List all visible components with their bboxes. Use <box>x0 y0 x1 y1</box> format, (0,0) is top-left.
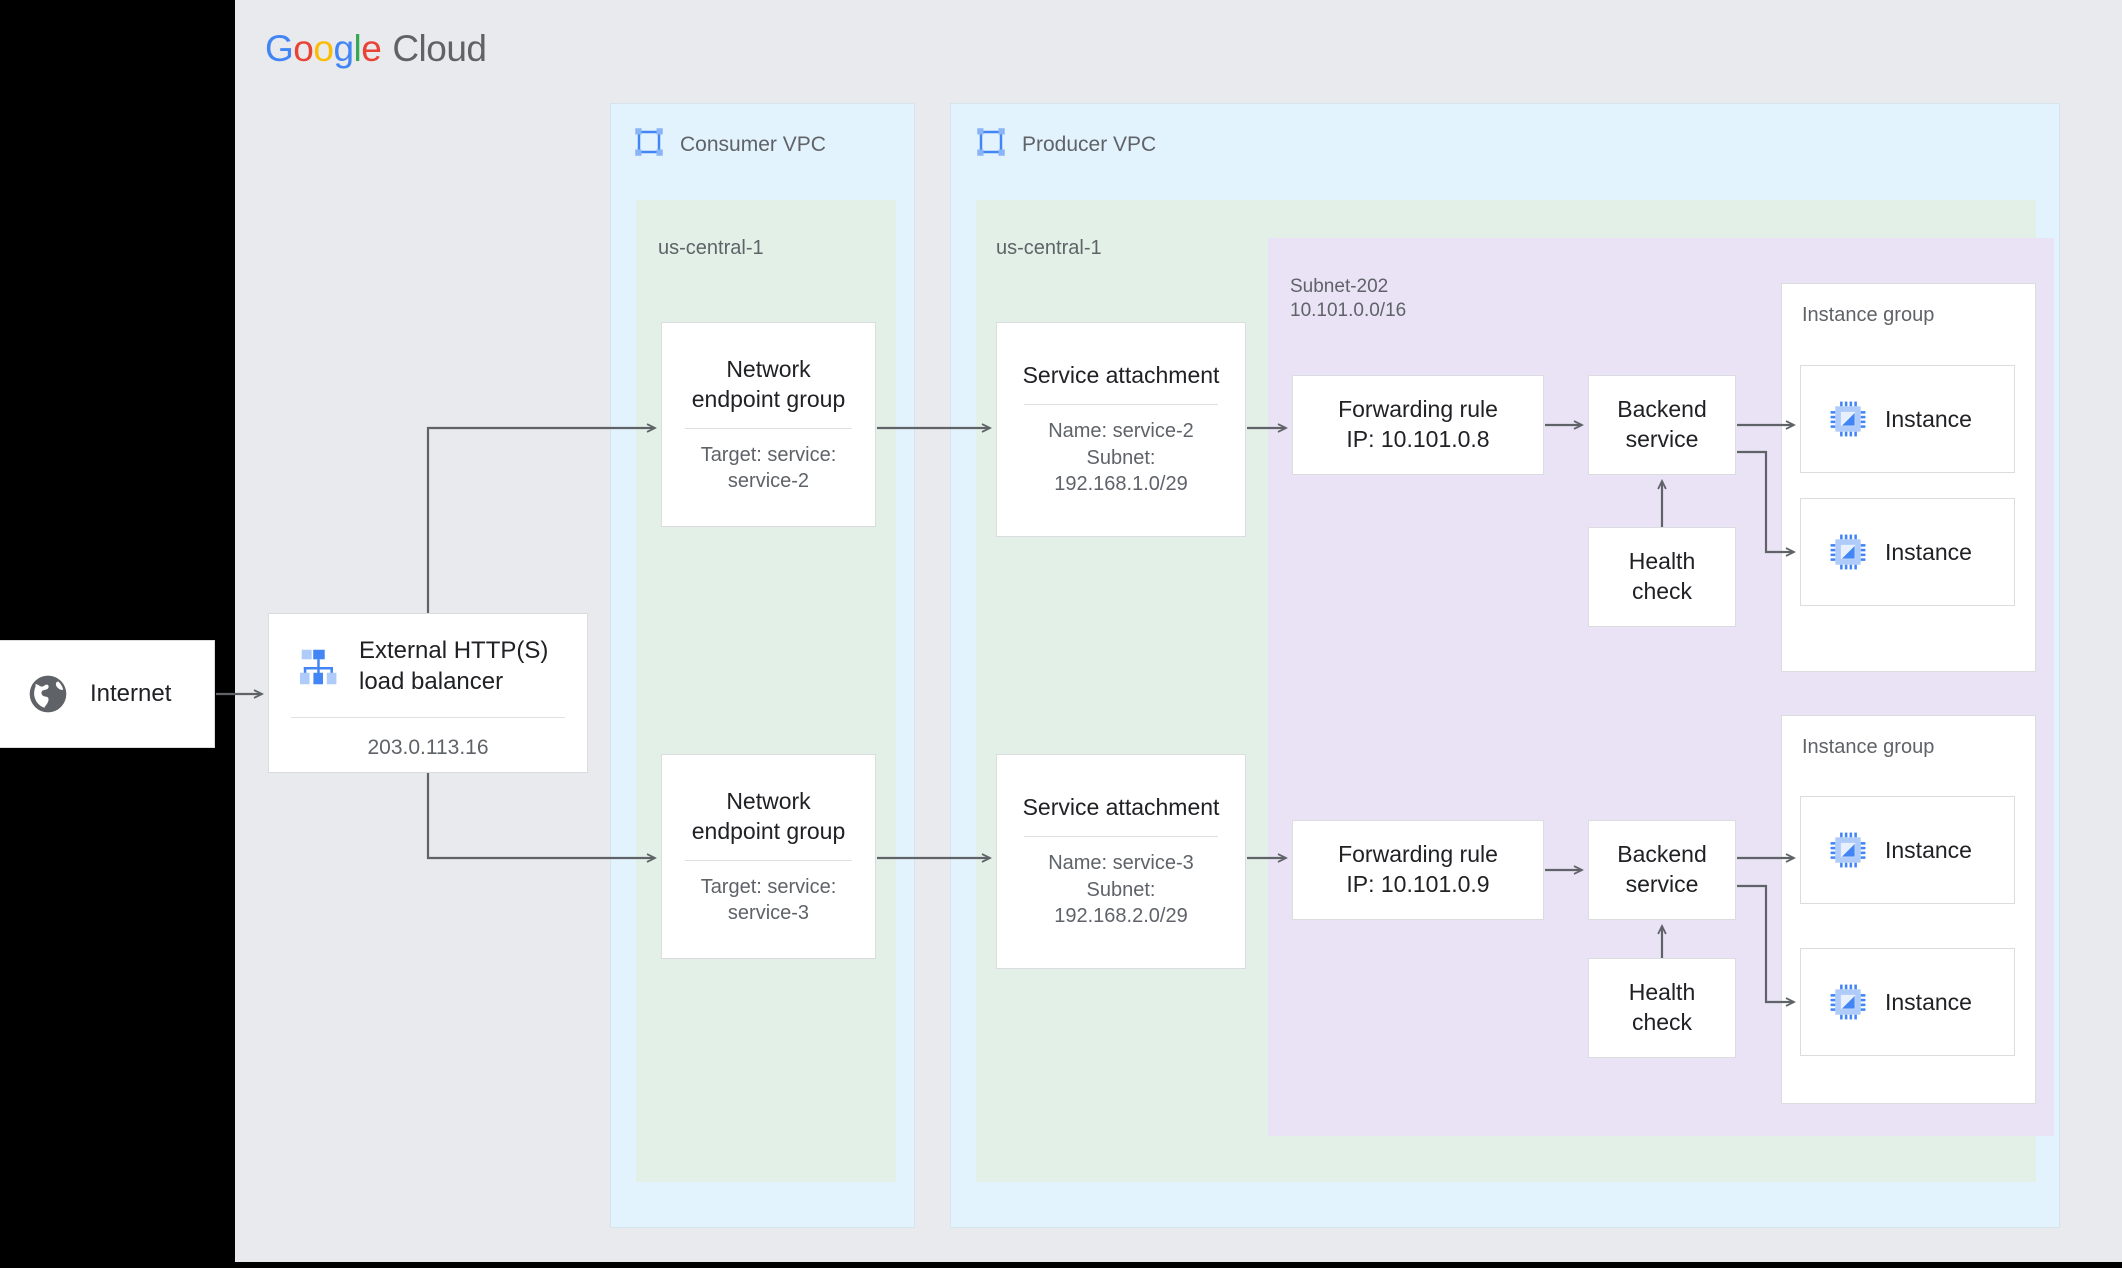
instance-2-2-label: Instance <box>1885 988 1972 1015</box>
sa-2-subtitle: Name: service-3 Subnet: 192.168.2.0/29 <box>1048 852 1194 928</box>
neg-2-subtitle: Target: service: service-3 <box>700 875 837 924</box>
sa-1-subtitle: Name: service-2 Subnet: 192.168.1.0/29 <box>1048 420 1194 496</box>
logo-word-cloud: Cloud <box>392 28 487 69</box>
instance-icon <box>1830 984 1866 1020</box>
load-balancer-icon <box>299 649 337 684</box>
producer-region-label: us-central-1 <box>996 237 1102 259</box>
neg-1-divider <box>685 427 852 429</box>
sa-2-divider <box>1024 836 1218 838</box>
vpc-icon <box>635 128 663 156</box>
instance-2-1[interactable]: Instance <box>1800 796 2015 904</box>
forwarding-rule-1-label: Forwarding rule IP: 10.101.0.8 <box>1338 396 1498 452</box>
instance-group-1: Instance group <box>1781 283 2036 672</box>
backend-service-1[interactable]: Backend service <box>1588 375 1736 475</box>
sa-1-divider <box>1024 404 1218 406</box>
neg-2-title: Network endpoint group <box>691 787 846 844</box>
service-attachment-2[interactable]: Service attachment Name: service-3 Subne… <box>996 754 1246 969</box>
external-http-load-balancer[interactable]: External HTTP(S) load balancer 203.0.113… <box>268 613 588 773</box>
logo-letter-g2: g <box>333 28 354 69</box>
load-balancer-title: External HTTP(S) load balancer <box>359 637 549 695</box>
internet-node[interactable]: Internet <box>0 640 215 748</box>
logo-letter-e: e <box>361 28 382 69</box>
producer-vpc-title: Producer VPC <box>1022 133 1157 156</box>
vpc-icon <box>977 128 1005 156</box>
instance-icon <box>1830 832 1866 868</box>
instance-1-1[interactable]: Instance <box>1800 365 2015 473</box>
logo-letter-o1: o <box>293 28 314 69</box>
subnet-label: Subnet-202 10.101.0.0/16 <box>1290 275 1406 324</box>
instance-1-2[interactable]: Instance <box>1800 498 2015 606</box>
health-check-1-label: Health check <box>1628 548 1696 604</box>
instance-2-1-label: Instance <box>1885 836 1972 863</box>
backend-service-2[interactable]: Backend service <box>1588 820 1736 920</box>
sa-2-title: Service attachment <box>1022 794 1220 821</box>
load-balancer-divider <box>291 717 565 719</box>
logo-letter-o2: o <box>313 28 334 69</box>
neg-2-divider <box>685 859 852 861</box>
instance-icon <box>1830 401 1866 437</box>
instance-1-1-label: Instance <box>1885 405 1972 432</box>
globe-icon <box>29 675 67 713</box>
neg-1-title: Network endpoint group <box>691 355 846 412</box>
forwarding-rule-2-label: Forwarding rule IP: 10.101.0.9 <box>1338 841 1498 897</box>
instance-group-1-title: Instance group <box>1802 304 1935 326</box>
health-check-2[interactable]: Health check <box>1588 958 1736 1058</box>
logo-letter-l: l <box>353 28 362 69</box>
consumer-region-label: us-central-1 <box>658 237 764 259</box>
instance-group-2-title: Instance group <box>1802 736 1935 758</box>
consumer-vpc-title: Consumer VPC <box>680 133 826 156</box>
subnet-name: Subnet-202 <box>1290 276 1389 297</box>
backend-service-1-label: Backend service <box>1617 396 1707 452</box>
forwarding-rule-1[interactable]: Forwarding rule IP: 10.101.0.8 <box>1292 375 1544 475</box>
load-balancer-ip: 203.0.113.16 <box>367 736 489 760</box>
backend-service-2-label: Backend service <box>1617 841 1707 897</box>
instance-icon <box>1830 534 1866 570</box>
instance-1-2-label: Instance <box>1885 538 1972 565</box>
health-check-2-label: Health check <box>1628 979 1696 1035</box>
service-attachment-1[interactable]: Service attachment Name: service-2 Subne… <box>996 322 1246 537</box>
logo-letter-g: G <box>265 28 294 69</box>
neg-1-subtitle: Target: service: service-2 <box>700 443 837 492</box>
instance-2-2[interactable]: Instance <box>1800 948 2015 1056</box>
forwarding-rule-2[interactable]: Forwarding rule IP: 10.101.0.9 <box>1292 820 1544 920</box>
sa-1-title: Service attachment <box>1022 362 1220 389</box>
subnet-cidr: 10.101.0.0/16 <box>1290 300 1407 322</box>
health-check-1[interactable]: Health check <box>1588 527 1736 627</box>
network-endpoint-group-2[interactable]: Network endpoint group Target: service: … <box>661 754 876 959</box>
internet-label: Internet <box>90 680 172 707</box>
network-endpoint-group-1[interactable]: Network endpoint group Target: service: … <box>661 322 876 527</box>
